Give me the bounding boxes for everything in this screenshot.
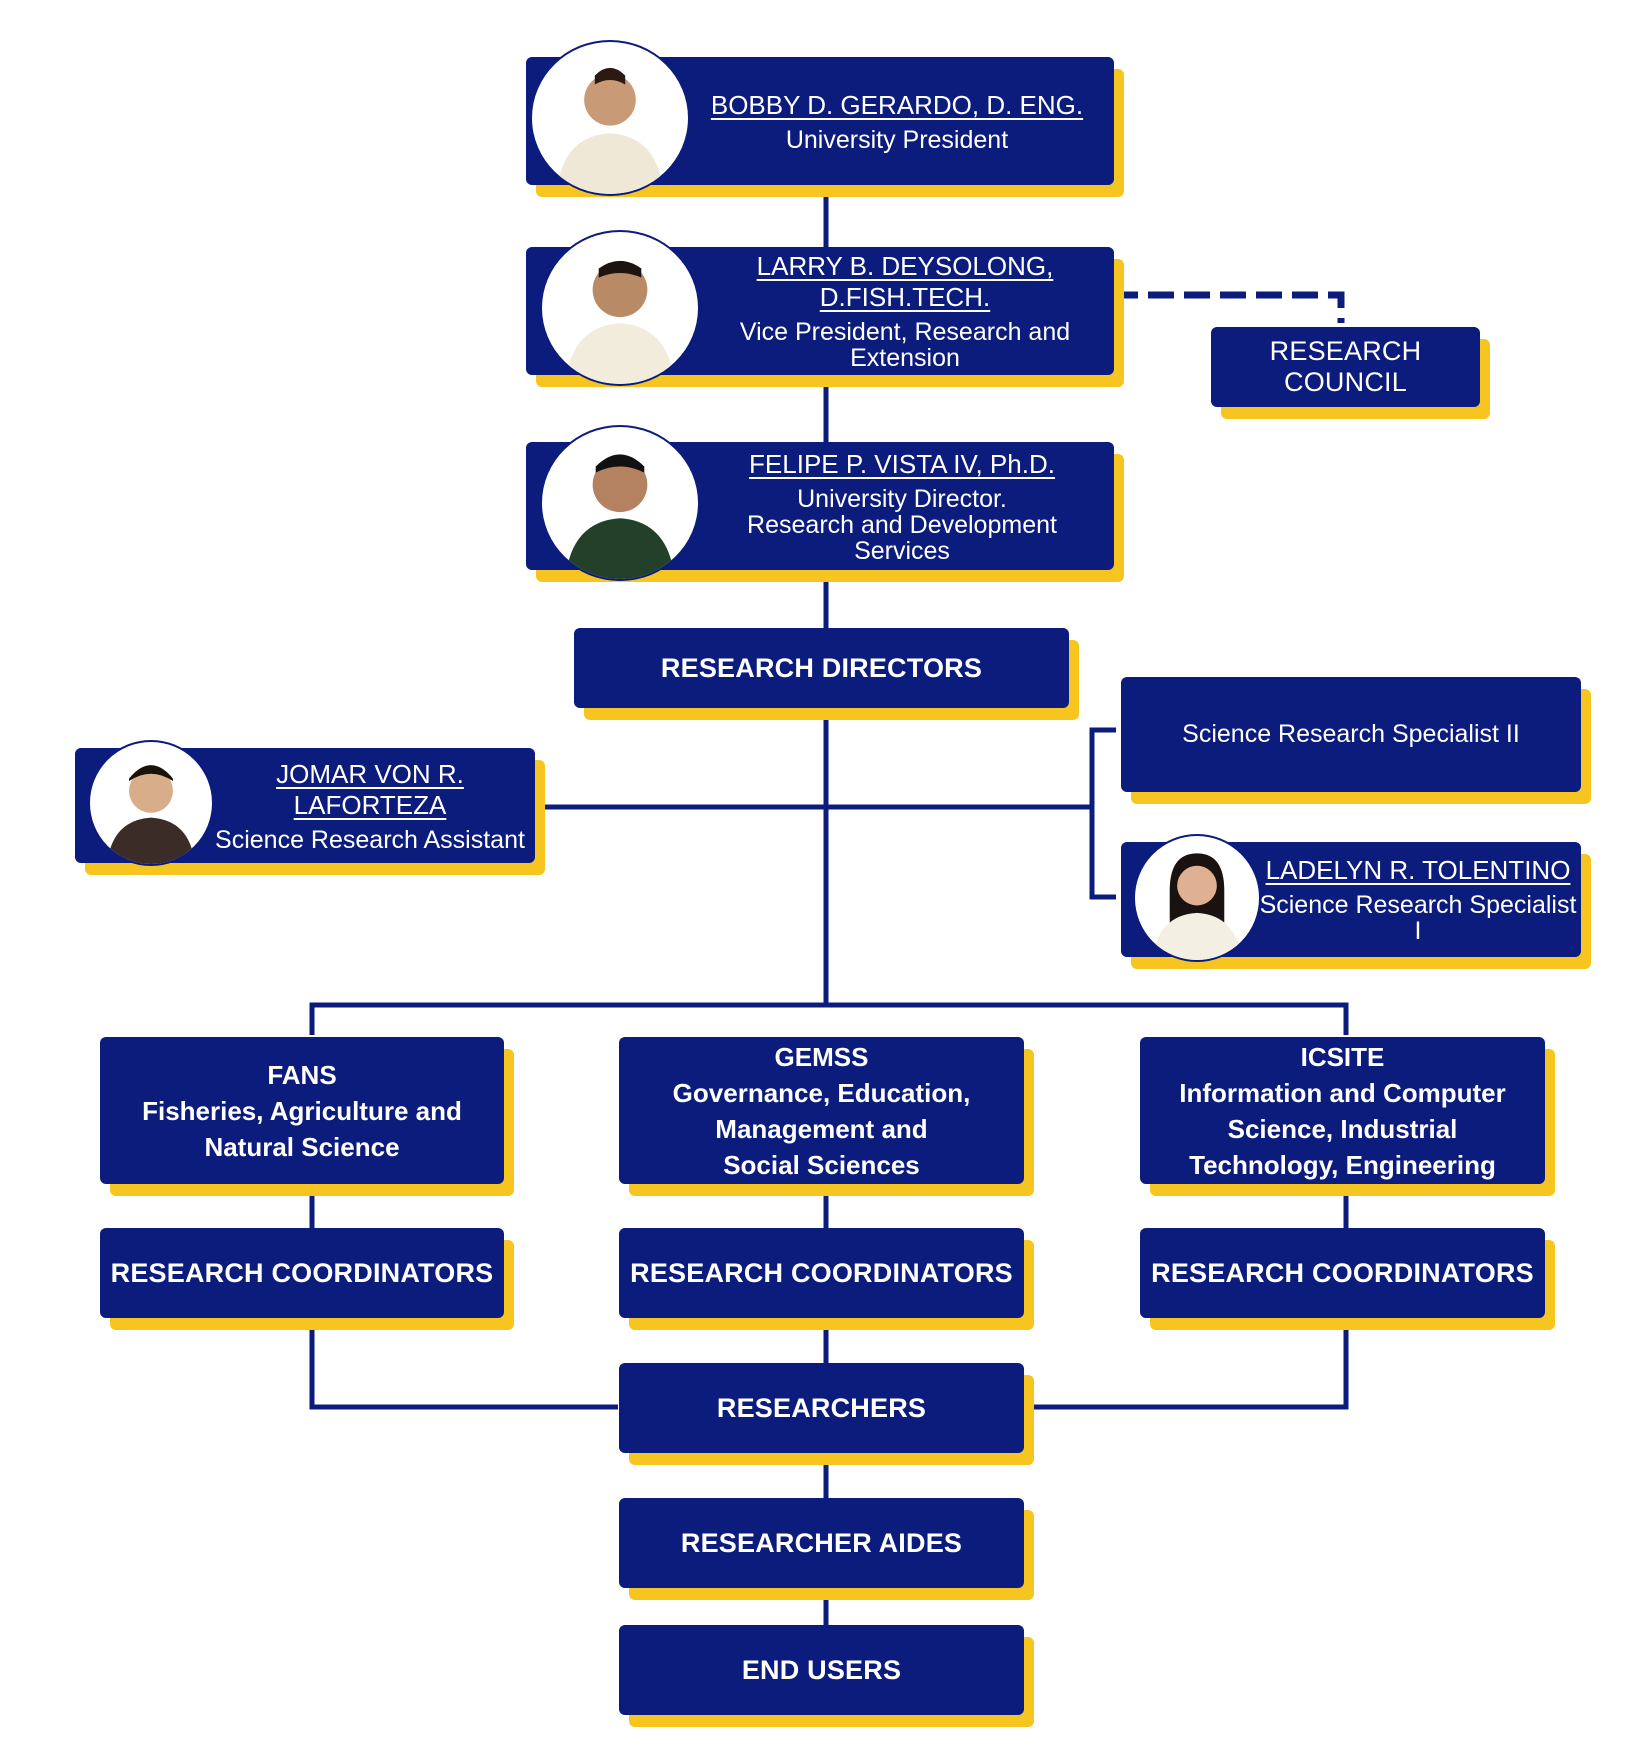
icsite-name-line1: Information and Computer xyxy=(1179,1077,1506,1108)
fans-box: FANS Fisheries, Agriculture and Natural … xyxy=(100,1037,504,1184)
icsite-box: ICSITE Information and Computer Science,… xyxy=(1140,1037,1545,1184)
gemss-name-line2: Management and xyxy=(715,1113,928,1144)
director-role-line1: University Director. xyxy=(797,484,1007,513)
assistant-photo xyxy=(88,740,214,866)
line-fans-researchers xyxy=(309,1315,618,1410)
specialist1-role: Science Research Specialist I xyxy=(1259,891,1577,945)
specialist1-name: LADELYN R. TOLENTINO xyxy=(1265,855,1571,885)
researcher-aides-label: RESEARCHER AIDES xyxy=(680,1527,963,1558)
director-name: FELIPE P. VISTA IV, Ph.D. xyxy=(749,448,1055,479)
fans-name-line2: Natural Science xyxy=(204,1131,400,1162)
researchers-box: RESEARCHERS xyxy=(619,1363,1024,1453)
gemss-acronym: GEMSS xyxy=(774,1041,869,1072)
assistant-name: JOMAR VON R. LAFORTEZA xyxy=(276,758,464,820)
gemss-label: GEMSS Governance, Education, Management … xyxy=(673,1039,971,1183)
researchers-label: RESEARCHERS xyxy=(716,1392,927,1423)
line-specialists-bracket xyxy=(1089,727,1116,900)
research-directors-box: RESEARCH DIRECTORS xyxy=(574,628,1069,708)
director-role-line2: Research and Development Services xyxy=(747,510,1057,565)
specialist2-box: Science Research Specialist II xyxy=(1121,677,1581,792)
icsite-name-line2: Science, Industrial xyxy=(1227,1113,1458,1144)
end-users-box: END USERS xyxy=(619,1625,1024,1715)
fans-name-line1: Fisheries, Agriculture and xyxy=(142,1095,462,1126)
line-vp-council-dashed xyxy=(1112,291,1345,323)
icsite-name-line3: Technology, Engineering xyxy=(1189,1149,1496,1180)
research-council-label: RESEARCH COUNCIL xyxy=(1269,336,1422,397)
end-users-label: END USERS xyxy=(741,1654,902,1685)
line-colleges-bar xyxy=(309,1002,1349,1035)
vice-president-role: Vice President, Research and Extension xyxy=(739,318,1071,372)
gemss-coordinators-box: RESEARCH COORDINATORS xyxy=(619,1228,1024,1318)
specialist1-photo xyxy=(1133,834,1261,962)
vice-president-name: LARRY B. DEYSOLONG, D.FISH.TECH. xyxy=(756,251,1054,312)
icsite-label: ICSITE Information and Computer Science,… xyxy=(1179,1039,1505,1183)
president-photo xyxy=(530,40,690,196)
fans-coordinators-box: RESEARCH COORDINATORS xyxy=(100,1228,504,1318)
president-name: BOBBY D. GERARDO, D. ENG. xyxy=(710,89,1084,120)
research-directors-label: RESEARCH DIRECTORS xyxy=(660,652,983,683)
director-role: University Director. Research and Develo… xyxy=(698,486,1106,564)
vice-president-photo xyxy=(540,230,700,386)
gemss-coordinators-label: RESEARCH COORDINATORS xyxy=(630,1257,1013,1288)
icsite-coordinators-box: RESEARCH COORDINATORS xyxy=(1140,1228,1545,1318)
icsite-acronym: ICSITE xyxy=(1300,1041,1385,1072)
fans-coordinators-label: RESEARCH COORDINATORS xyxy=(110,1257,494,1288)
director-photo xyxy=(540,425,700,581)
fans-label: FANS Fisheries, Agriculture and Natural … xyxy=(142,1057,462,1165)
specialist2-label: Science Research Specialist II xyxy=(1182,720,1520,748)
line-icsite-researchers xyxy=(1024,1315,1349,1410)
gemss-name-line3: Social Sciences xyxy=(723,1149,920,1180)
research-council-box: RESEARCH COUNCIL xyxy=(1211,327,1480,407)
president-role: University President xyxy=(785,125,1009,154)
fans-acronym: FANS xyxy=(267,1059,337,1090)
gemss-box: GEMSS Governance, Education, Management … xyxy=(619,1037,1024,1184)
assistant-role: Science Research Assistant xyxy=(215,825,525,854)
gemss-name-line1: Governance, Education, xyxy=(672,1077,971,1108)
researcher-aides-box: RESEARCHER AIDES xyxy=(619,1498,1024,1588)
icsite-coordinators-label: RESEARCH COORDINATORS xyxy=(1151,1257,1534,1288)
